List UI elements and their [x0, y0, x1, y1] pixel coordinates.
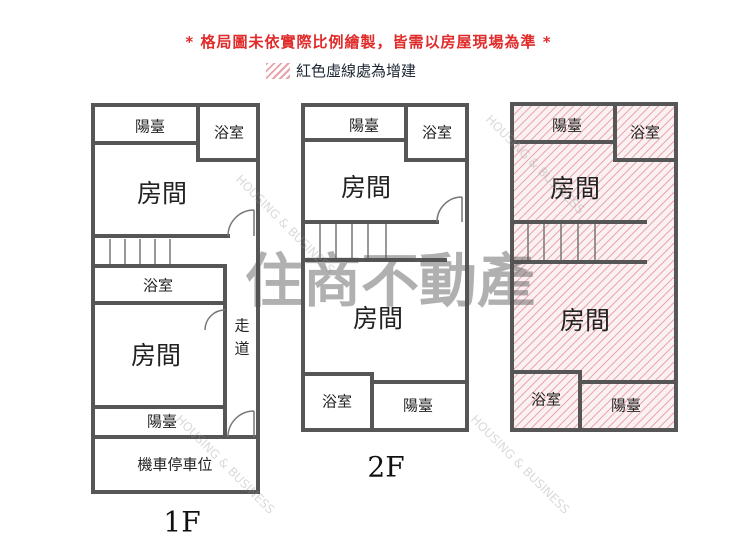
room-label: 陽臺 — [403, 397, 433, 415]
room-label: 機車停車位 — [137, 456, 212, 474]
disclaimer-notice: * 格局圖未依實際比例繪製，皆需以房屋現場為準 * — [185, 33, 552, 51]
room-label: 浴室 — [531, 391, 561, 409]
room-label: 房間 — [550, 174, 600, 203]
door-icon — [436, 196, 463, 223]
room-label: 房間 — [353, 304, 403, 333]
room-label: 陽臺 — [135, 118, 165, 136]
room-label: 陽臺 — [611, 397, 641, 415]
room-label: 陽臺 — [349, 117, 379, 135]
room-label: 房間 — [131, 341, 181, 370]
outer-wall — [510, 102, 678, 432]
floor-1f: 陽臺 浴室 房間 浴室 房間 陽臺 走 道 機車停車位 1F — [91, 103, 260, 539]
room-label: 浴室 — [143, 277, 173, 295]
floor-label: 2F — [367, 451, 404, 484]
room-label: 浴室 — [630, 124, 660, 142]
floor-2f: 陽臺 浴室 房間 房間 浴室 陽臺 2F — [301, 103, 469, 484]
mid-walls — [95, 264, 227, 439]
stairs — [527, 224, 596, 260]
room-label: 陽臺 — [552, 117, 582, 135]
room-label: 房間 — [341, 173, 391, 202]
outer-wall — [301, 103, 469, 432]
room-label: 房間 — [560, 306, 610, 335]
top-walls — [514, 106, 674, 162]
door-icon — [227, 209, 255, 237]
watermark-text: 住商不動產 — [245, 247, 535, 315]
room-label: 陽臺 — [147, 413, 177, 431]
parking-wall — [91, 435, 260, 494]
legend: 紅色虛線處為增建 — [266, 60, 416, 81]
door-icon — [227, 410, 255, 438]
bottom-walls — [514, 370, 674, 432]
bottom-walls — [305, 372, 465, 432]
top-walls — [305, 107, 465, 162]
top-walls — [95, 107, 260, 162]
hatch-swatch — [266, 62, 290, 79]
corridor-label: 走 — [234, 317, 249, 335]
room-label: 浴室 — [214, 124, 244, 142]
room-label: 浴室 — [422, 124, 452, 142]
stairs — [319, 224, 387, 259]
floor-3f: 陽臺 浴室 房間 房間 浴室 陽臺 — [510, 102, 678, 432]
room-label: 浴室 — [322, 393, 352, 411]
legend-text: 紅色虛線處為增建 — [296, 62, 417, 80]
outer-wall — [91, 103, 260, 439]
floor-label: 1F — [163, 506, 200, 539]
room-label: 房間 — [137, 179, 187, 208]
door-icon — [204, 309, 226, 331]
stairs — [109, 239, 171, 264]
corridor-label: 道 — [234, 340, 249, 358]
